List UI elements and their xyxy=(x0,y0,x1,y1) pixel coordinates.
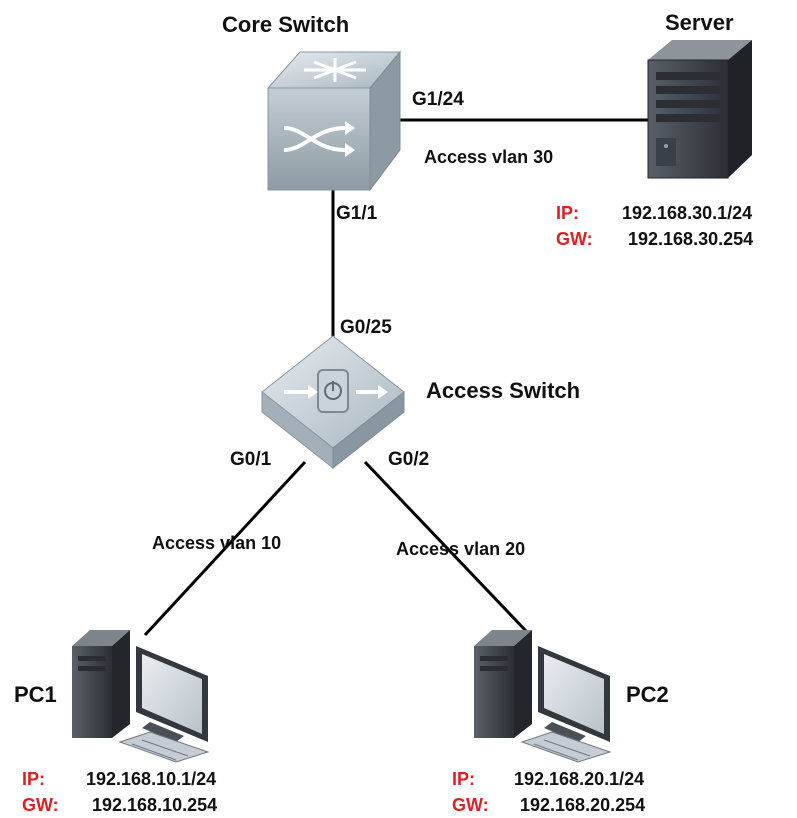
server-icon xyxy=(647,40,752,179)
link-access-pc1 xyxy=(143,460,307,637)
vlan-label-20: Access vlan 20 xyxy=(396,539,526,559)
pc2-gw-key: GW: xyxy=(452,795,489,815)
access-switch-icon xyxy=(261,335,405,470)
link-access-pc2 xyxy=(363,460,529,634)
core-port-g1-1: G1/1 xyxy=(336,203,378,224)
pc1-icon xyxy=(72,630,210,763)
pc1-gw-value: 192.168.10.254 xyxy=(92,795,218,815)
core-port-g1-24: G1/24 xyxy=(412,89,464,110)
server-gw-value: 192.168.30.254 xyxy=(628,229,754,249)
server-ip-key: IP: xyxy=(556,203,580,223)
pc1-ip-value: 192.168.10.1/24 xyxy=(86,769,217,789)
core-switch-title: Core Switch xyxy=(222,12,350,37)
access-port-g0-2: G0/2 xyxy=(388,449,430,470)
pc1-title: PC1 xyxy=(14,682,57,707)
access-port-g0-25: G0/25 xyxy=(340,317,392,338)
pc2-gw-value: 192.168.20.254 xyxy=(520,795,646,815)
core-switch-icon xyxy=(266,50,402,192)
pc1-gw-key: GW: xyxy=(22,795,59,815)
pc2-ip-value: 192.168.20.1/24 xyxy=(514,769,645,789)
access-switch-title: Access Switch xyxy=(426,378,581,403)
server-title: Server xyxy=(665,10,734,35)
pc2-title: PC2 xyxy=(626,682,669,707)
access-port-g0-1: G0/1 xyxy=(230,449,272,470)
vlan-label-10: Access vlan 10 xyxy=(152,533,282,553)
pc2-ip-key: IP: xyxy=(452,769,476,789)
server-ip-value: 192.168.30.1/24 xyxy=(622,203,753,223)
vlan-label-30: Access vlan 30 xyxy=(424,147,554,167)
pc1-ip-key: IP: xyxy=(22,769,46,789)
server-gw-key: GW: xyxy=(556,229,593,249)
pc2-icon xyxy=(474,630,612,763)
